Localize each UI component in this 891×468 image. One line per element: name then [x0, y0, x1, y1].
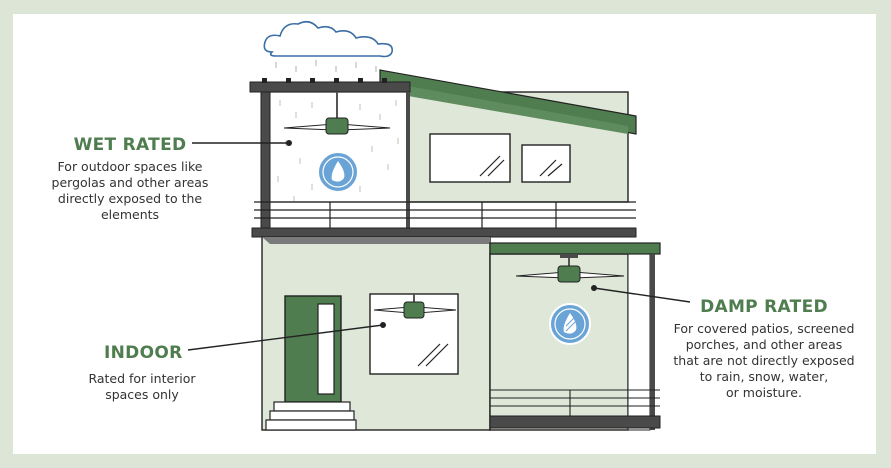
indoor-pointer [187, 322, 386, 351]
balcony-floor [251, 227, 637, 238]
pergola-post-right [406, 92, 410, 232]
wet-rated-pointer [192, 140, 292, 146]
porch-floor [489, 415, 661, 429]
lower-wall-shadow [262, 237, 490, 244]
cloud-icon [263, 20, 394, 58]
damp-rated-label: DAMP RATED For covered patios, screened … [662, 297, 866, 401]
front-door-glass [317, 303, 335, 395]
porch-roof [489, 242, 661, 255]
damp-rated-description-line: to rain, snow, water, [699, 369, 829, 384]
indoor-description: Rated for interior spaces only [62, 371, 222, 403]
indoor-description-line: spaces only [105, 387, 179, 402]
wet-rated-description: For outdoor spaces like pergolas and oth… [50, 159, 210, 223]
indoor-title: INDOOR [104, 343, 183, 363]
damp-rated-title: DAMP RATED [700, 297, 828, 317]
front-steps [265, 401, 357, 431]
balcony-railing [254, 201, 636, 228]
porch-wall [489, 253, 629, 431]
wet-rated-label: WET RATED For outdoor spaces like pergol… [50, 135, 210, 223]
damp-rated-description-line: For covered patios, screened [673, 321, 855, 336]
house-illustration [187, 20, 691, 431]
pergola-beam-studs [262, 78, 387, 83]
damp-rated-water-drop-icon [549, 303, 591, 345]
upper-roof-fascia [408, 86, 628, 134]
wet-rated-title: WET RATED [73, 135, 187, 155]
porch-post [650, 254, 655, 430]
ceiling-fan-icon [515, 254, 625, 283]
damp-rated-description-line: or moisture. [726, 385, 802, 400]
damp-rated-description-line: that are not directly exposed [673, 353, 855, 368]
ceiling-fan-icon [283, 92, 391, 135]
pergola-post [260, 91, 271, 233]
porch-railing [490, 389, 660, 416]
pergola-beam [249, 81, 411, 93]
wet-rated-description-line: directly exposed to the [57, 191, 203, 206]
wet-rated-description-line: pergolas and other areas [51, 175, 209, 190]
indoor-label: INDOOR Rated for interior spaces only [62, 343, 222, 403]
wet-rated-water-drop-icon [317, 151, 359, 193]
infographic-card [13, 14, 876, 454]
damp-rated-description-line: porches, and other areas [685, 337, 843, 352]
porch-space [627, 253, 651, 431]
wet-rated-description-line: elements [100, 207, 160, 222]
ceiling-fan-icon [373, 294, 457, 319]
damp-rated-pointer [591, 285, 691, 303]
indoor-description-line: Rated for interior [88, 371, 196, 386]
upper-window-large [429, 133, 511, 183]
damp-rated-description: For covered patios, screened porches, an… [662, 321, 866, 401]
rain-drops [275, 60, 377, 72]
lower-window [369, 293, 459, 375]
wet-rated-description-line: For outdoor spaces like [57, 159, 203, 174]
upper-window-small [521, 144, 571, 183]
